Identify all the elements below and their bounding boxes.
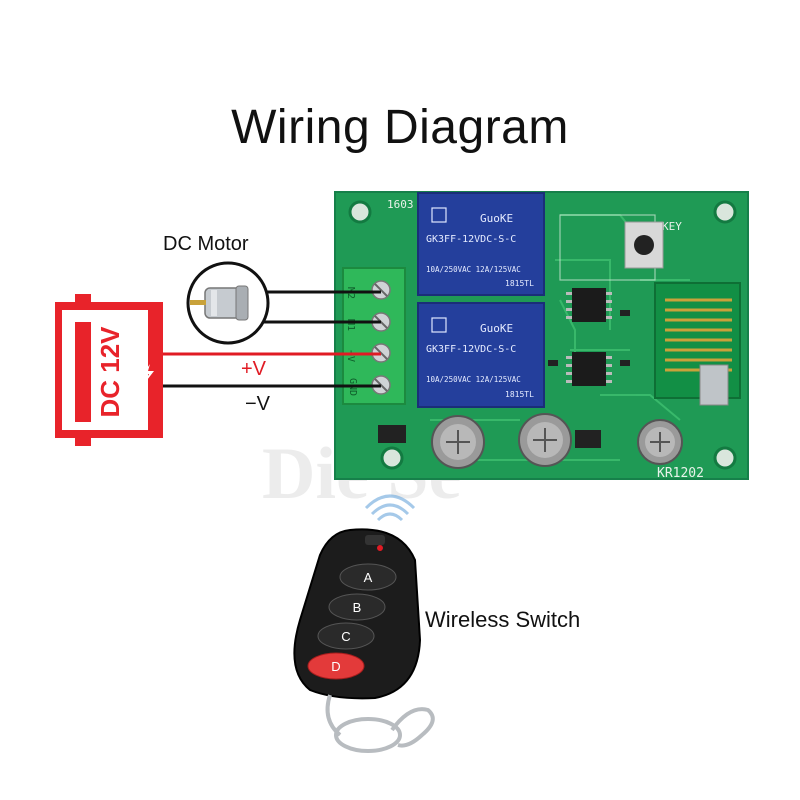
remote-button-b-label: B — [353, 600, 362, 615]
led-indicator — [377, 545, 383, 551]
relay-2-brand: GuoKE — [480, 322, 513, 335]
relay-2-rating: 10A/250VAC 12A/125VAC — [426, 375, 521, 384]
battery: DC 12V — [55, 294, 163, 446]
positive-voltage-label: +V — [241, 358, 267, 380]
relay-1-model: GK3FF-12VDC-S-C — [426, 234, 516, 245]
battery-terminal — [75, 436, 91, 446]
relay-1-rating: 10A/250VAC 12A/125VAC — [426, 265, 521, 274]
lightning-icon — [143, 364, 154, 384]
motor-label: DC Motor — [163, 233, 249, 255]
battery-voltage-text: DC 12V — [95, 326, 125, 418]
key-label: KEY — [662, 220, 682, 233]
dc-motor — [186, 261, 270, 345]
relay-1: GuoKE GK3FF-12VDC-S-C 10A/250VAC 12A/125… — [417, 192, 545, 296]
terminal-block: M2 M1 +V GND — [342, 267, 406, 405]
mount-hole — [713, 446, 737, 470]
terminal-label-m1: M1 — [345, 319, 356, 331]
relay-2: GuoKE GK3FF-12VDC-S-C 10A/250VAC 12A/125… — [417, 302, 545, 408]
remote-button-d[interactable]: D — [307, 652, 365, 680]
remote-button-d-label: D — [331, 659, 340, 674]
terminal-label-vplus: +V — [345, 350, 356, 362]
relay-2-batch: 1815TL — [505, 390, 534, 399]
keyring-icon — [325, 694, 435, 753]
remote-button-c[interactable]: C — [317, 622, 375, 650]
transistor — [378, 425, 406, 443]
negative-voltage-label: −V — [245, 393, 271, 415]
capacitor — [431, 415, 485, 469]
mount-hole — [348, 200, 372, 224]
signal-waves-icon — [364, 494, 416, 522]
board-model: KR1202 — [657, 466, 704, 481]
capacitor — [518, 413, 572, 467]
remote-button-c-label: C — [341, 629, 350, 644]
mount-hole — [713, 200, 737, 224]
relay-2-model: GK3FF-12VDC-S-C — [426, 344, 516, 355]
remote-control: A B C D — [293, 528, 435, 753]
page-title: Wiring Diagram — [231, 101, 569, 154]
key-button-cap — [634, 235, 654, 255]
battery-terminal — [75, 294, 91, 304]
remote-button-b[interactable]: B — [328, 593, 386, 621]
ic-chip — [566, 288, 612, 322]
relay-1-batch: 1815TL — [505, 279, 534, 288]
relay-1-brand: GuoKE — [480, 212, 513, 225]
mount-hole — [380, 446, 404, 470]
ic-chip — [566, 352, 612, 386]
transistor — [575, 430, 601, 448]
crystal-oscillator — [699, 364, 729, 406]
board-code: 1603 — [387, 198, 414, 211]
rf-receiver-module — [654, 282, 741, 406]
wires — [162, 290, 381, 388]
remote-button-a-label: A — [364, 570, 373, 585]
relay-board: 1603 KEY GuoKE GK3FF-12VDC-S-C 10A/250VA… — [334, 191, 749, 481]
wireless-switch-label: Wireless Switch — [425, 607, 581, 632]
remote-button-a[interactable]: A — [339, 563, 397, 591]
capacitor — [637, 419, 683, 465]
